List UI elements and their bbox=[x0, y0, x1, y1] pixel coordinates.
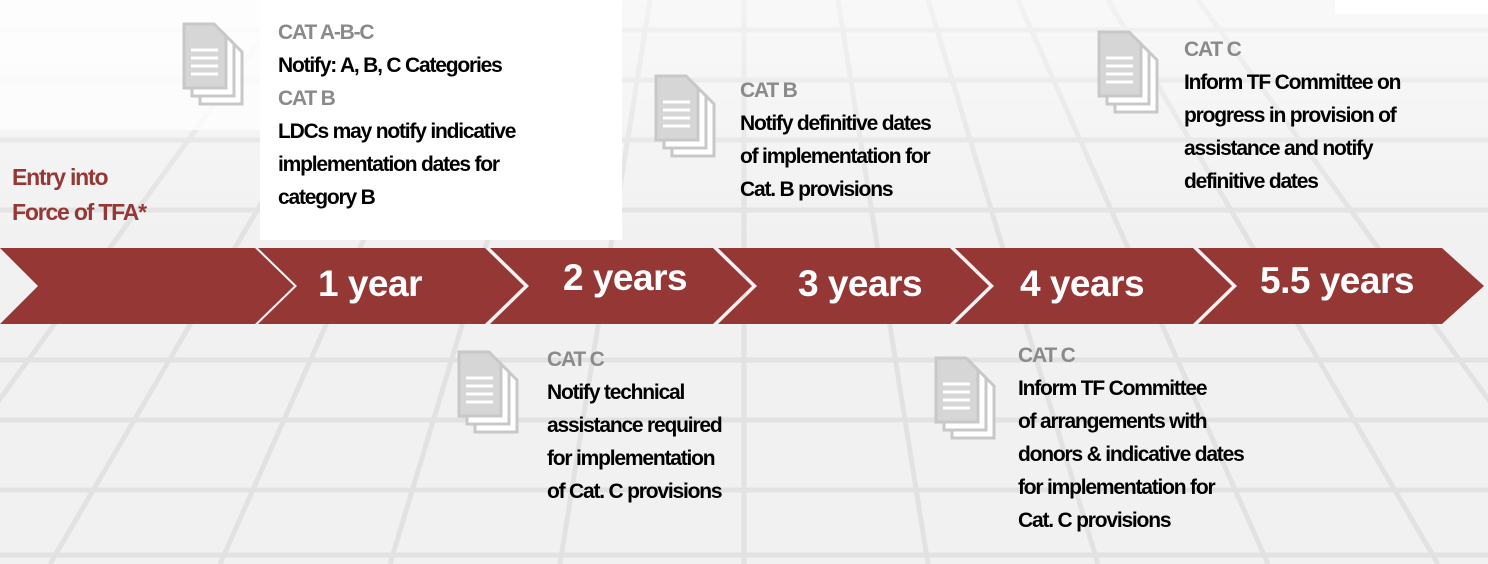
milestone-text: category B bbox=[278, 186, 376, 209]
milestone-year4: CAT C Inform TF Committee of arrangement… bbox=[1018, 339, 1245, 537]
arrow-segment-entry bbox=[0, 248, 294, 324]
milestone-text: for implementation bbox=[547, 447, 716, 470]
stage-5-5-years: 5.5 years bbox=[1260, 260, 1414, 301]
category-label: CAT C bbox=[1184, 38, 1242, 61]
milestone-text: Notify technical bbox=[547, 381, 685, 404]
milestone-text: of Cat. C provisions bbox=[547, 480, 723, 503]
milestone-text: of arrangements with bbox=[1018, 410, 1208, 433]
category-label: CAT A-B-C bbox=[278, 21, 375, 44]
arrow-segment-1 bbox=[258, 248, 524, 324]
milestone-text: implementation dates for bbox=[278, 153, 500, 176]
entry-line-1: Entry into bbox=[12, 164, 109, 190]
stage-1-year: 1 year bbox=[318, 263, 423, 304]
document-icon bbox=[457, 350, 519, 434]
stage-4-years: 4 years bbox=[1020, 263, 1145, 304]
stage-3-years: 3 years bbox=[798, 263, 923, 304]
milestone-text: of implementation for bbox=[740, 145, 931, 168]
milestone-text: assistance required bbox=[547, 414, 723, 437]
category-label: CAT B bbox=[278, 87, 336, 110]
milestone-text: Cat. B provisions bbox=[740, 178, 893, 201]
milestone-text: LDCs may notify indicative bbox=[278, 120, 516, 143]
stage-2-years: 2 years bbox=[563, 257, 688, 298]
milestone-text: definitive dates bbox=[1184, 170, 1319, 193]
milestone-text: for implementation for bbox=[1018, 476, 1216, 499]
category-label: CAT C bbox=[547, 348, 605, 371]
milestone-text: Notify definitive dates bbox=[740, 112, 932, 135]
category-label: CAT B bbox=[740, 79, 798, 102]
arrow-segment-3 bbox=[718, 248, 989, 324]
milestone-text: donors & indicative dates bbox=[1018, 443, 1245, 466]
white-panel-year1 bbox=[260, 0, 622, 240]
timeline-arrows bbox=[0, 248, 1484, 324]
milestone-text: progress in provision of bbox=[1184, 104, 1397, 127]
milestone-text: Inform TF Committee bbox=[1018, 377, 1208, 400]
milestone-year5-5: CAT C Inform TF Committee on progress in… bbox=[1184, 33, 1401, 198]
arrow-segment-2 bbox=[490, 248, 752, 324]
arrow-segment-4 bbox=[955, 248, 1232, 324]
white-panel-top-right bbox=[1335, 0, 1488, 14]
document-icon bbox=[654, 74, 716, 158]
document-icon bbox=[1097, 30, 1159, 114]
category-label: CAT C bbox=[1018, 344, 1076, 367]
milestone-year1: CAT A-B-C Notify: A, B, C Categories CAT… bbox=[278, 16, 516, 214]
entry-line-2: Force of TFA* bbox=[12, 199, 147, 225]
milestone-text: Notify: A, B, C Categories bbox=[278, 54, 503, 77]
milestone-text: assistance and notify bbox=[1184, 137, 1374, 160]
milestone-text: Cat. C provisions bbox=[1018, 509, 1171, 532]
arrow-segment-5 bbox=[1198, 248, 1484, 324]
milestone-year2: CAT C Notify technical assistance requir… bbox=[547, 343, 723, 508]
milestone-text: Inform TF Committee on bbox=[1184, 71, 1401, 94]
milestone-year3: CAT B Notify definitive dates of impleme… bbox=[740, 74, 932, 206]
entry-into-force-label: Entry into Force of TFA* bbox=[12, 160, 147, 230]
document-icon bbox=[934, 356, 996, 440]
document-icon bbox=[182, 22, 244, 106]
